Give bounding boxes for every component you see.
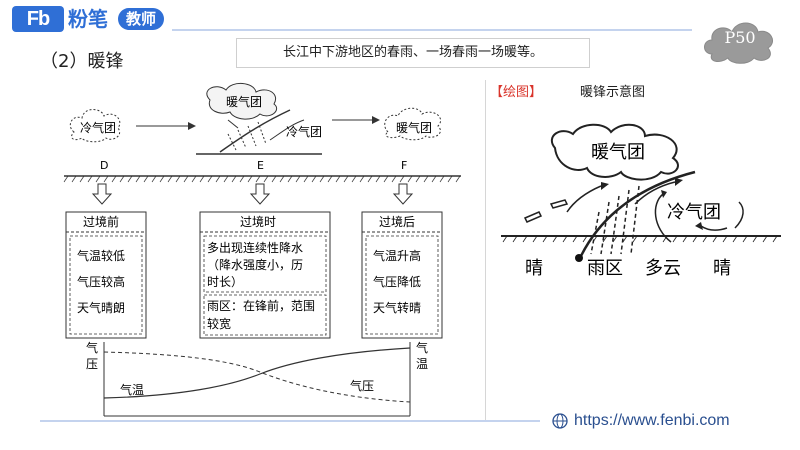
brand-name: 粉笔: [68, 7, 108, 31]
warm-front-sketch: 暖气团 冷气团 晴 雨区 多云 晴: [501, 123, 781, 279]
left-axis-char-1: 气: [86, 340, 98, 355]
page-number-cloud: [704, 22, 773, 64]
down-arrow-d: [91, 183, 113, 205]
label-d: D: [100, 159, 108, 172]
box-before-title: 过境前: [83, 214, 119, 229]
box-during-line-1: 多出现连续性降水: [207, 240, 303, 255]
box-during-line-5: 较宽: [207, 316, 231, 331]
header-divider: [172, 29, 692, 31]
sketch-title: 暖锋示意图: [580, 85, 646, 100]
footer-url[interactable]: https://www.fenbi.com: [574, 412, 730, 429]
sketch-ground-2: 雨区: [587, 258, 623, 279]
box-during-title: 过境时: [240, 214, 276, 229]
section-title: （2）暖锋: [40, 51, 124, 72]
f-warm-mass-label: 暖气团: [396, 120, 432, 135]
warm-front-process-diagram: 冷气团 暖气团 冷气团 暖气团 D E F: [63, 83, 461, 417]
down-arrow-e: [249, 183, 271, 205]
sketch-ground-3: 多云: [645, 258, 681, 279]
vertical-divider: [485, 80, 486, 420]
d-cold-mass-label: 冷气团: [80, 120, 116, 135]
e-warm-mass-label: 暖气团: [226, 94, 262, 109]
teacher-badge: 教师: [118, 8, 165, 30]
fenbi-logo: Fb: [12, 6, 64, 32]
box-before-line-1: 气温较低: [77, 248, 125, 263]
sketch-warm-label: 暖气团: [591, 142, 645, 163]
temp-pressure-panel: [103, 342, 411, 417]
rain-lines: [590, 185, 640, 255]
pressure-curve: [103, 351, 411, 403]
box-after-line-1: 气温升高: [373, 248, 421, 263]
front-ground-point: [575, 254, 583, 262]
warm-cloud: [550, 123, 679, 181]
sketch-cold-label: 冷气团: [667, 202, 721, 223]
box-after-line-2: 气压降低: [373, 274, 421, 289]
left-axis-char-2: 压: [86, 357, 98, 371]
globe-icon: [552, 413, 568, 429]
box-during: [199, 211, 331, 339]
box-after: [361, 211, 443, 339]
sketch-ground-4: 晴: [713, 258, 731, 279]
label-e: E: [257, 159, 264, 172]
box-during-line-3: 时长）: [207, 275, 243, 289]
box-during-line-2: （降水强度小，历: [207, 257, 303, 272]
ground-hatching: [63, 175, 461, 183]
temp-curve-label: 气温: [120, 382, 144, 397]
front-e: [196, 83, 322, 155]
drawing-tag: 【绘图】: [490, 85, 543, 100]
cloud-f: [384, 107, 442, 141]
pressure-curve-label: 气压: [350, 378, 374, 393]
box-after-line-3: 天气转晴: [373, 300, 421, 315]
e-cold-mass-label: 冷气团: [286, 124, 322, 139]
down-arrow-f: [392, 183, 414, 205]
box-before-line-3: 天气晴朗: [77, 300, 125, 315]
temperature-curve: [103, 347, 411, 399]
footer-divider: [40, 420, 540, 422]
caption-box: 长江中下游地区的春雨、一场春雨一场暖等。: [236, 38, 590, 68]
box-before: [65, 211, 147, 339]
sketch-ground-1: 晴: [525, 258, 543, 279]
box-before-line-2: 气压较高: [77, 274, 125, 289]
box-after-title: 过境后: [379, 214, 415, 229]
right-axis-char-2: 温: [416, 357, 428, 371]
cloud-d: [69, 109, 121, 143]
box-during-line-4: 雨区：在锋前，范围: [207, 298, 315, 313]
right-axis-char-1: 气: [416, 340, 428, 355]
page-number: P50: [724, 28, 756, 47]
label-f: F: [401, 159, 407, 172]
